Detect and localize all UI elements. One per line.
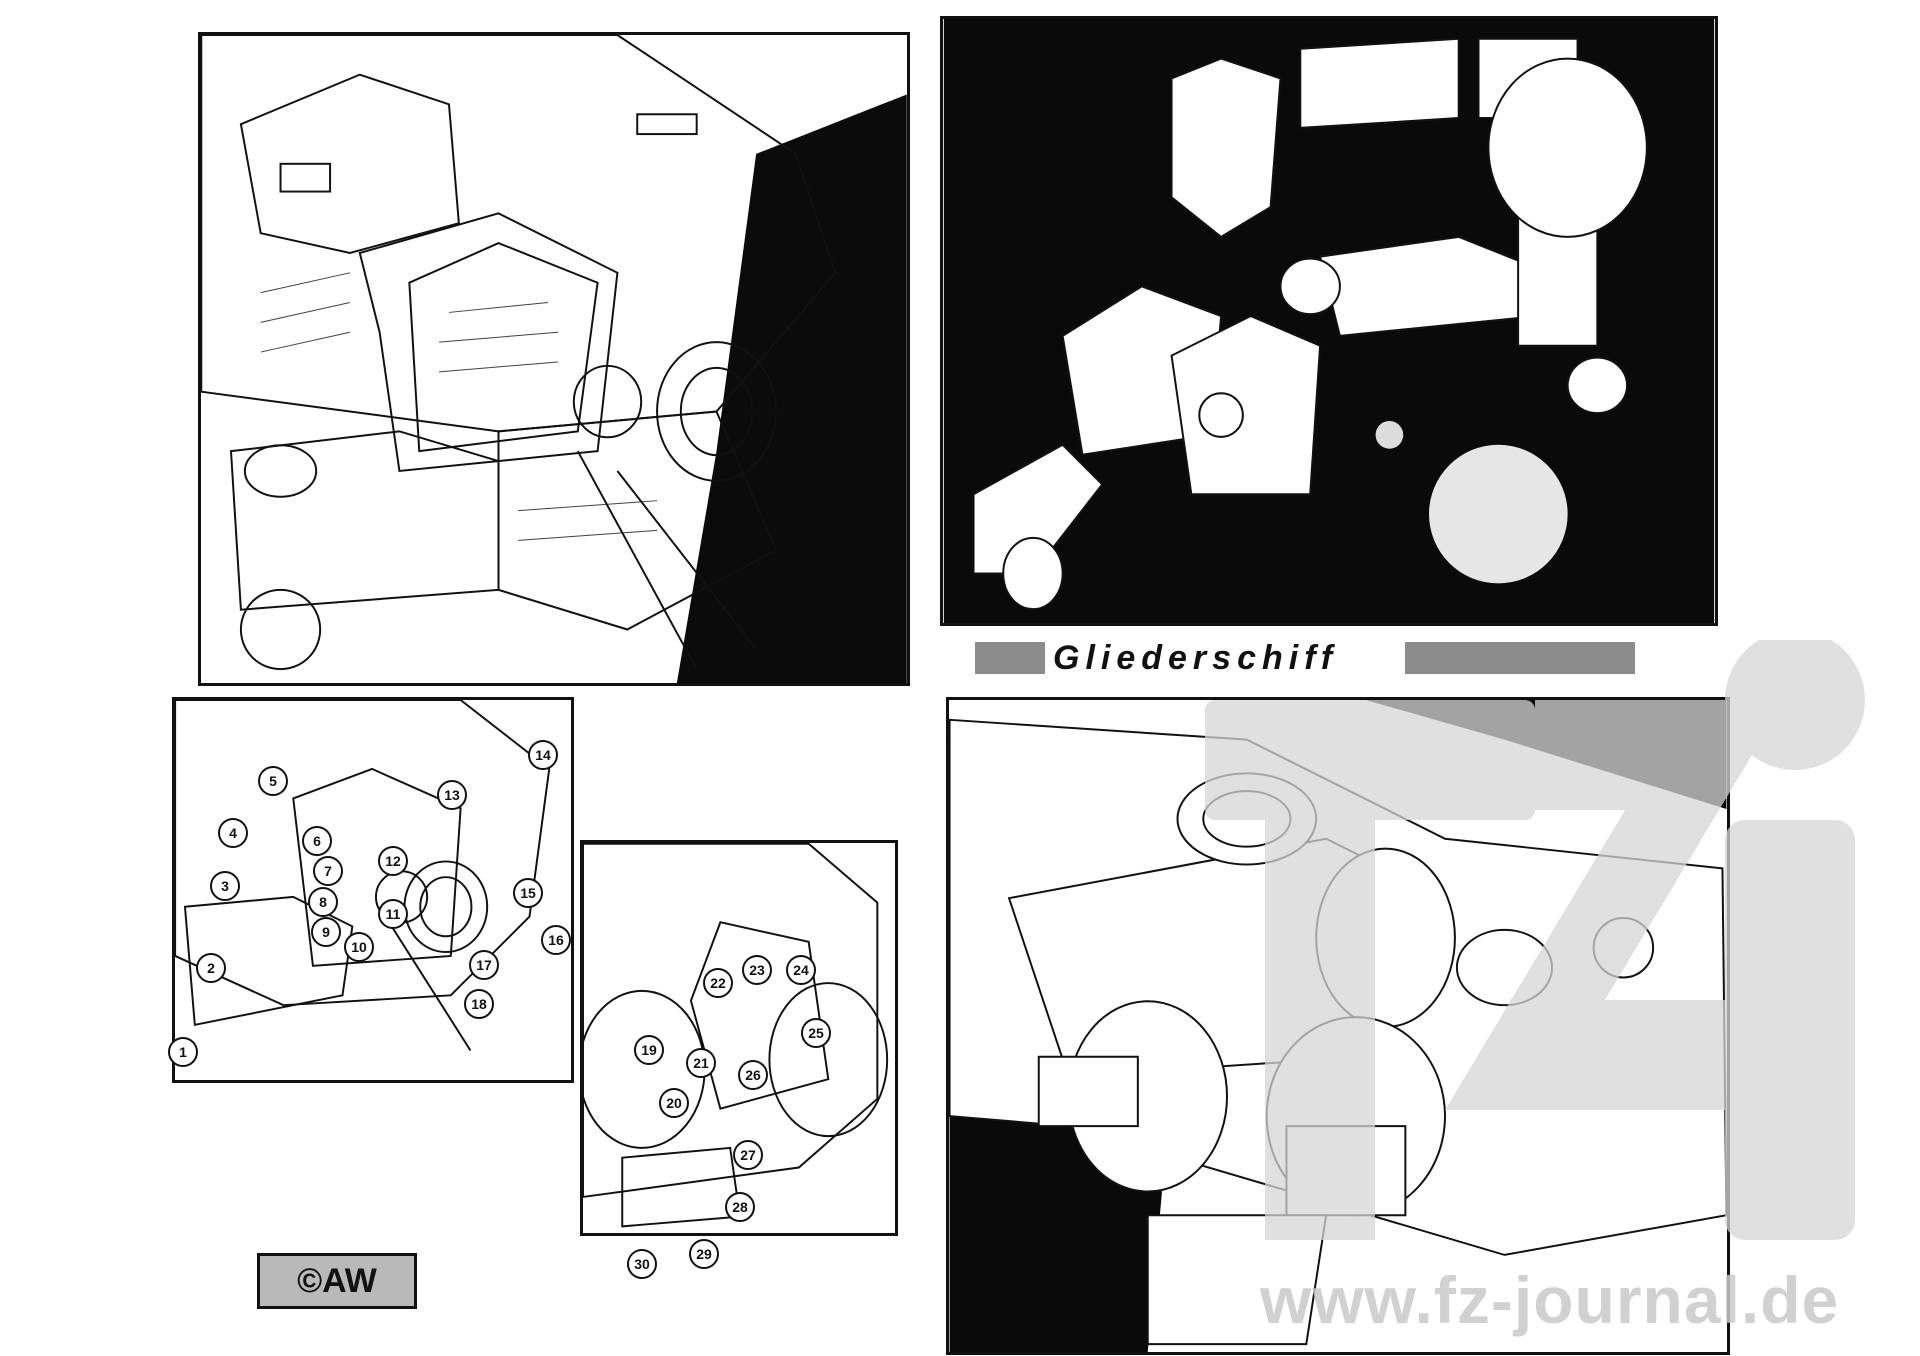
callout-24: 24 [786,955,816,985]
title-bar-left-block [975,642,1045,674]
callout-23: 23 [742,955,772,985]
callout-10: 10 [344,932,374,962]
callout-27: 27 [733,1140,763,1170]
title-bar: Gliederschiff [975,638,1635,678]
callout-28: 28 [725,1192,755,1222]
callout-13: 13 [437,780,467,810]
callout-3: 3 [210,871,240,901]
callout-17: 17 [469,950,499,980]
callout-4: 4 [218,818,248,848]
callout-29: 29 [689,1239,719,1269]
callout-30: 30 [627,1249,657,1279]
callout-diagram-middle-illustration [583,843,889,1228]
callout-diagram-panel-middle [580,840,898,1236]
ship-in-space-panel-top-right [940,16,1718,626]
callout-9: 9 [311,917,341,947]
callout-14: 14 [528,740,558,770]
callout-22: 22 [703,968,733,998]
callout-11: 11 [378,899,408,929]
cutaway-panel-top-left [198,32,910,686]
callout-26: 26 [738,1060,768,1090]
detail-panel-bottom-right [946,697,1730,1355]
callout-16: 16 [541,925,571,955]
callout-diagram-panel-left [172,697,574,1083]
page-title: Gliederschiff [1053,639,1339,677]
callout-1: 1 [168,1037,198,1067]
callout-8: 8 [308,887,338,917]
cutaway-illustration [201,35,907,683]
detail-illustration [949,700,1727,1352]
callout-5: 5 [258,766,288,796]
callout-20: 20 [659,1088,689,1118]
copyright-badge: ©AW [257,1253,417,1309]
callout-21: 21 [686,1048,716,1078]
callout-25: 25 [801,1018,831,1048]
callout-19: 19 [634,1035,664,1065]
callout-2: 2 [196,953,226,983]
callout-diagram-left-illustration [175,700,551,1051]
callout-18: 18 [464,989,494,1019]
watermark-url: www.fz-journal.de [1260,1263,1840,1337]
callout-7: 7 [313,856,343,886]
callout-12: 12 [378,846,408,876]
callout-6: 6 [302,826,332,856]
ship-in-space-illustration [943,19,1715,623]
title-bar-right-block [1405,642,1635,674]
callout-15: 15 [513,878,543,908]
